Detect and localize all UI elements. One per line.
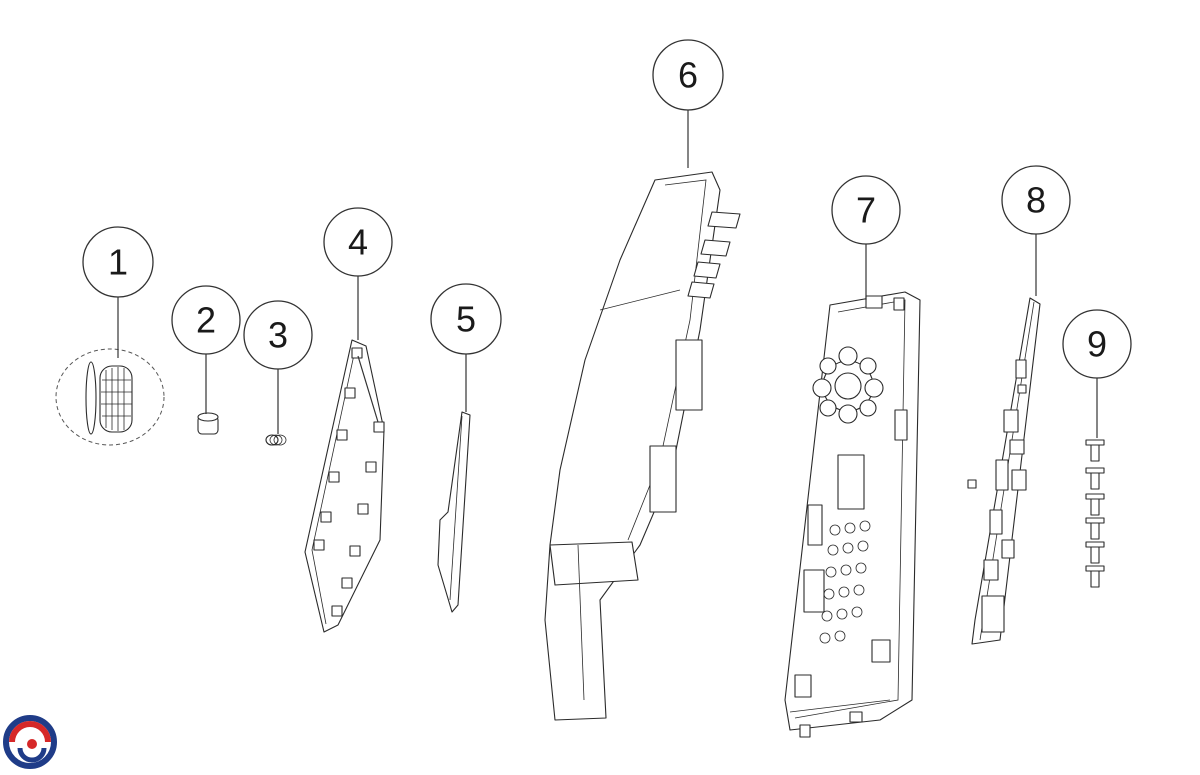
callout-1: 1 xyxy=(82,226,154,298)
brand-swirl-logo-icon xyxy=(3,715,57,769)
callout-5: 5 xyxy=(430,283,502,355)
callout-6-label: 6 xyxy=(678,55,698,96)
callout-8-label: 8 xyxy=(1026,180,1046,221)
part-7-housing xyxy=(784,291,921,738)
part-4-button-strip xyxy=(304,339,385,633)
callout-7-label: 7 xyxy=(856,190,876,231)
part-1-knob xyxy=(55,348,165,446)
callout-9: 9 xyxy=(1062,309,1132,379)
part-9-screws xyxy=(1085,439,1105,588)
callout-3-label: 3 xyxy=(268,315,288,356)
part-5-sheet xyxy=(437,411,471,613)
callout-3: 3 xyxy=(243,300,313,370)
callout-2-label: 2 xyxy=(196,300,216,341)
callout-6: 6 xyxy=(652,39,724,111)
part-2-cap xyxy=(197,412,219,435)
callout-5-label: 5 xyxy=(456,299,476,340)
callout-4: 4 xyxy=(323,207,393,277)
part-6-front-panel xyxy=(544,171,741,721)
part-3-spring xyxy=(265,434,287,446)
callout-2: 2 xyxy=(171,285,241,355)
leader-lines xyxy=(117,110,1098,438)
callout-9-label: 9 xyxy=(1087,324,1107,365)
callout-4-label: 4 xyxy=(348,222,368,263)
part-8-circuit-board xyxy=(967,297,1041,645)
callout-8: 8 xyxy=(1001,165,1071,235)
callout-7: 7 xyxy=(831,175,901,245)
callout-1-label: 1 xyxy=(108,242,128,283)
